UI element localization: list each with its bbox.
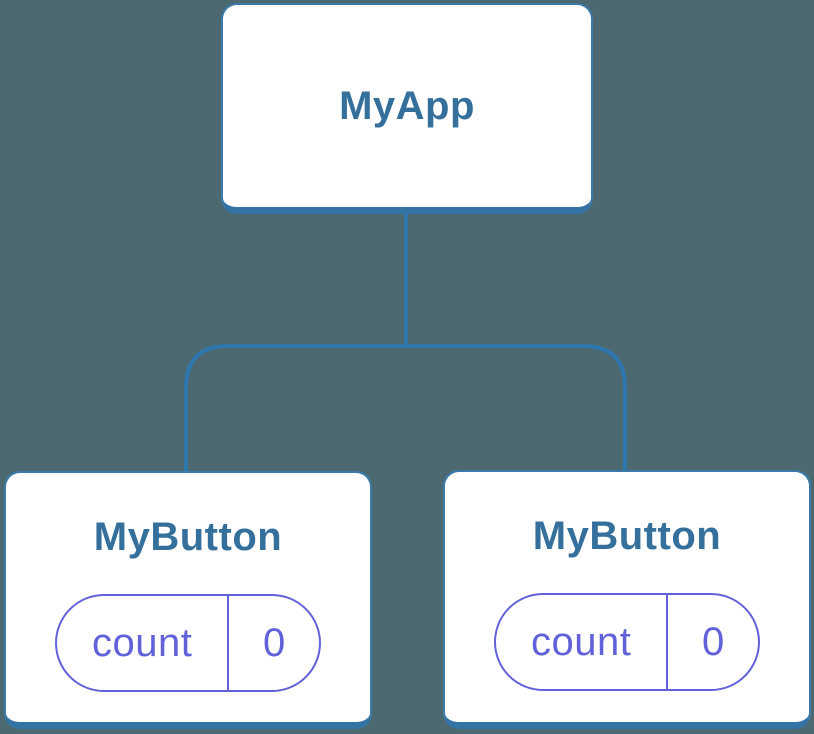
state-value-2: 0	[702, 619, 725, 664]
state-name-1: count	[57, 596, 230, 690]
component-name-myapp: MyApp	[339, 84, 475, 128]
component-node-mybutton-2: MyButton count 0	[443, 470, 811, 729]
state-value-1: 0	[263, 620, 286, 665]
component-name-mybutton-2: MyButton	[532, 514, 722, 558]
state-pill-2: count 0	[494, 593, 760, 691]
state-name-2: count	[496, 595, 669, 689]
component-node-mybutton-1: MyButton count 0	[4, 471, 372, 729]
component-node-myapp: MyApp	[221, 3, 593, 214]
component-name-mybutton-1: MyButton	[93, 515, 283, 559]
state-pill-1: count 0	[55, 594, 321, 692]
connector-branch	[184, 344, 627, 474]
